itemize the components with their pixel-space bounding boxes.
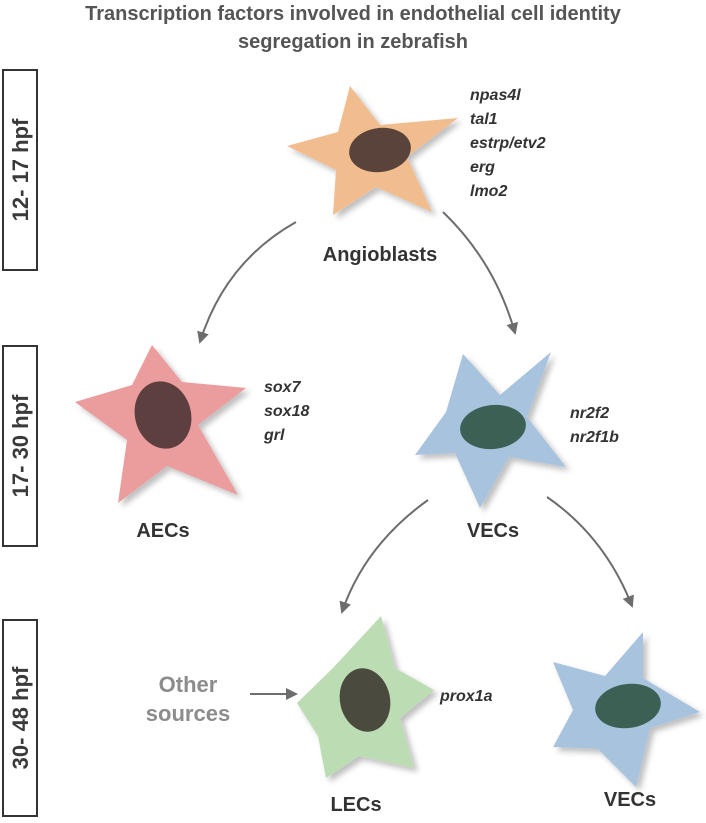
arrow-vec-to-vec2 [546, 496, 634, 608]
aec-gene: grl [263, 427, 285, 444]
vec2-label: VECs [604, 789, 656, 811]
diagram-title-line2: segregation in zebrafish [238, 31, 468, 53]
angioblast-gene: lmo2 [470, 183, 507, 200]
vec-gene: nr2f1b [570, 429, 619, 446]
angioblast-gene: tal1 [470, 111, 498, 128]
aec-cell [75, 345, 246, 503]
arrow-vec-to-lec [339, 499, 429, 614]
vec-label: VECs [467, 520, 519, 542]
stage-label-2: 17- 30 hpf [8, 394, 33, 497]
arrow-angioblast-to-vec [442, 211, 519, 335]
diagram-title-line1: Transcription factors involved in endoth… [85, 3, 622, 25]
aec-label: AECs [136, 520, 189, 542]
stage-box-2: 17- 30 hpf [2, 345, 38, 547]
stage-box-3: 30- 48 hpf [2, 619, 38, 817]
stage-label-3: 30- 48 hpf [8, 666, 33, 769]
aec-gene: sox7 [264, 379, 302, 396]
angioblast-label: Angioblasts [323, 244, 437, 266]
vec2-cell [553, 632, 700, 787]
aec-nucleus [134, 381, 192, 449]
aec-gene: sox18 [264, 403, 309, 420]
lec-gene: prox1a [439, 688, 493, 705]
vec-nucleus [460, 404, 526, 450]
angioblast-cell [287, 86, 458, 215]
angioblast-gene: npas4l [470, 87, 521, 104]
stage-box-1: 12- 17 hpf [2, 69, 38, 271]
angioblast-gene: estrp/etv2 [470, 135, 546, 152]
vec2-nucleus [595, 683, 661, 729]
lec-nucleus [339, 668, 391, 732]
vec-gene: nr2f2 [570, 405, 609, 422]
other-sources-label: Other [159, 672, 218, 697]
lec-cell [297, 616, 434, 778]
stage-label-1: 12- 17 hpf [8, 118, 33, 221]
angioblast-gene: erg [470, 159, 495, 176]
vec-cell [415, 352, 566, 508]
other-sources-label: sources [146, 701, 230, 726]
arrow-angioblast-to-aec [197, 221, 297, 344]
lec-label: LECs [330, 794, 381, 816]
angioblast-nucleus [349, 127, 411, 173]
